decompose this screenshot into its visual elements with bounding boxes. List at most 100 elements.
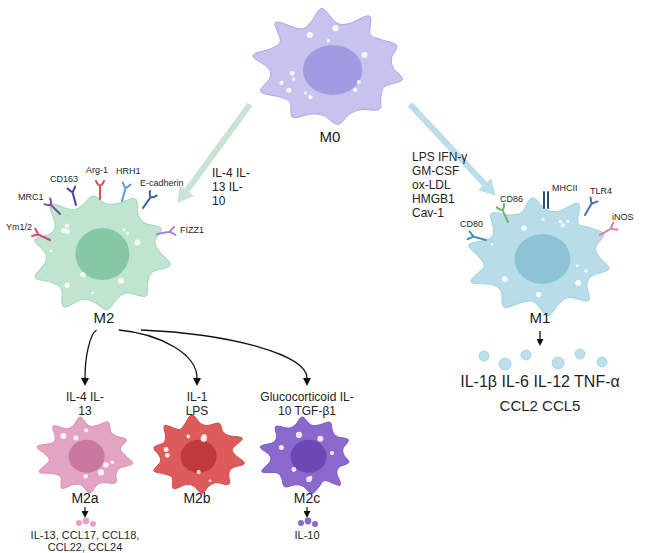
cytokine-dot [552,357,564,369]
cell-body [37,417,133,493]
cytokine-dot [298,520,304,526]
cell-vesicle [286,88,291,93]
cell-vesicle [103,462,109,468]
cell-vesicle [559,220,562,223]
cell-vesicle [118,278,124,284]
polarization-arrow [119,330,197,378]
cell-vesicle [296,432,302,438]
cell-vesicle [135,240,141,246]
cell-vesicle [197,470,201,474]
cell-vesicle [306,476,312,482]
receptor-label: MRC1 [18,192,44,203]
cell-vesicle [164,447,169,452]
cell-vesicle [80,272,85,277]
cell-label: M2c [262,491,352,506]
cell-outline [250,3,410,150]
cell-node: M1 [465,195,615,330]
cell-nucleus [291,440,327,473]
cell-vesicle [50,250,53,253]
cell-vesicle [279,445,284,450]
cell-vesicle [73,436,78,441]
receptor-label: iNOS [612,212,634,223]
cytokine-label: CCL2 CCL5 [480,397,600,415]
cell-vesicle [65,229,70,234]
cell-vesicle [292,467,297,472]
cell-body [469,198,609,316]
cell-body [253,8,403,124]
cell-label: M2a [40,491,130,506]
cell-vesicle [126,232,129,235]
cell-vesicle [357,80,361,84]
cell-nucleus [69,440,105,473]
cell-vesicle [542,218,545,221]
cytokine-dot [597,357,607,367]
cell-vesicle [330,451,334,455]
cell-vesicle [502,276,508,282]
cell-vesicle [521,225,526,230]
cell-vesicle [60,433,66,439]
receptor-symbol [544,192,548,208]
cytokine-dot [305,518,312,525]
cell-vesicle [576,264,579,267]
cytokine-dot [575,349,585,359]
receptor-label: E-cadherin [140,178,184,189]
receptor-symbol [96,181,104,199]
secretion-arrow [84,507,85,511]
receptor-symbol [140,191,157,210]
cell-vesicle [187,435,191,439]
cell-vesicle [566,220,569,223]
cytokine-dot [499,358,511,370]
cell-label: M2b [152,491,242,506]
receptor-symbol [582,197,598,217]
cytokine-label: IL-13, CCL17, CCL18, CCL22, CCL24 [24,529,146,553]
cell-vesicle [491,243,494,246]
cell-vesicle [292,77,295,80]
cell-vesicle [304,92,307,95]
cell-nucleus [181,440,217,473]
cell-vesicle [165,453,170,458]
cell-body [260,417,349,494]
cell-vesicle [290,71,295,76]
secretion-arrow [306,507,307,511]
cell-vesicle [332,25,338,31]
cytokine-label: IL-1β IL-6 IL-12 TNF-α [425,372,655,391]
receptor-symbol [582,197,598,217]
cell-nucleus [303,45,362,95]
polarization-arrow [141,330,307,378]
receptor-label: FIZZ1 [180,225,204,236]
cell-vesicle [536,292,542,298]
cell-vesicle [91,292,94,295]
cell-label: M0 [250,129,410,146]
stimulus-label: IL-4 IL-13 IL-10 [212,166,256,208]
cell-vesicle [98,469,104,475]
receptor-symbol [67,187,79,206]
polarization-arrow [85,330,97,378]
cell-label: M2 [30,310,178,327]
cell-nucleus [75,228,129,280]
receptor-label: HRH1 [116,166,141,177]
stimulus-label: LPS IFN-γ GM-CSF ox-LDL HMGB1 Cav-1 [412,150,472,220]
cytokine-label: IL-10 [277,529,337,541]
stimulus-label: IL-4 IL-13 [63,390,107,418]
cell-node: M0 [250,3,410,150]
cell-vesicle [84,474,88,478]
cytokine-dot [76,520,82,526]
cell-vesicle [307,32,313,38]
receptor-symbol [67,187,79,206]
cell-vesicle [317,436,323,442]
receptor-label: Ym1/2 [6,222,32,233]
receptor-label: CD163 [50,174,78,185]
cytokine-dot [521,350,531,360]
receptor-symbol [544,192,548,208]
cell-vesicle [65,223,70,228]
cell-vesicle [353,88,357,92]
cell-vesicle [65,283,70,288]
cell-vesicle [122,228,125,231]
cell-vesicle [84,428,88,432]
cell-vesicle [202,434,207,439]
cell-vesicle [362,52,368,58]
cell-vesicle [308,95,312,99]
receptor-label: CD80 [460,219,483,230]
receptor-label: Arg-1 [86,165,108,176]
cell-body [35,196,171,310]
